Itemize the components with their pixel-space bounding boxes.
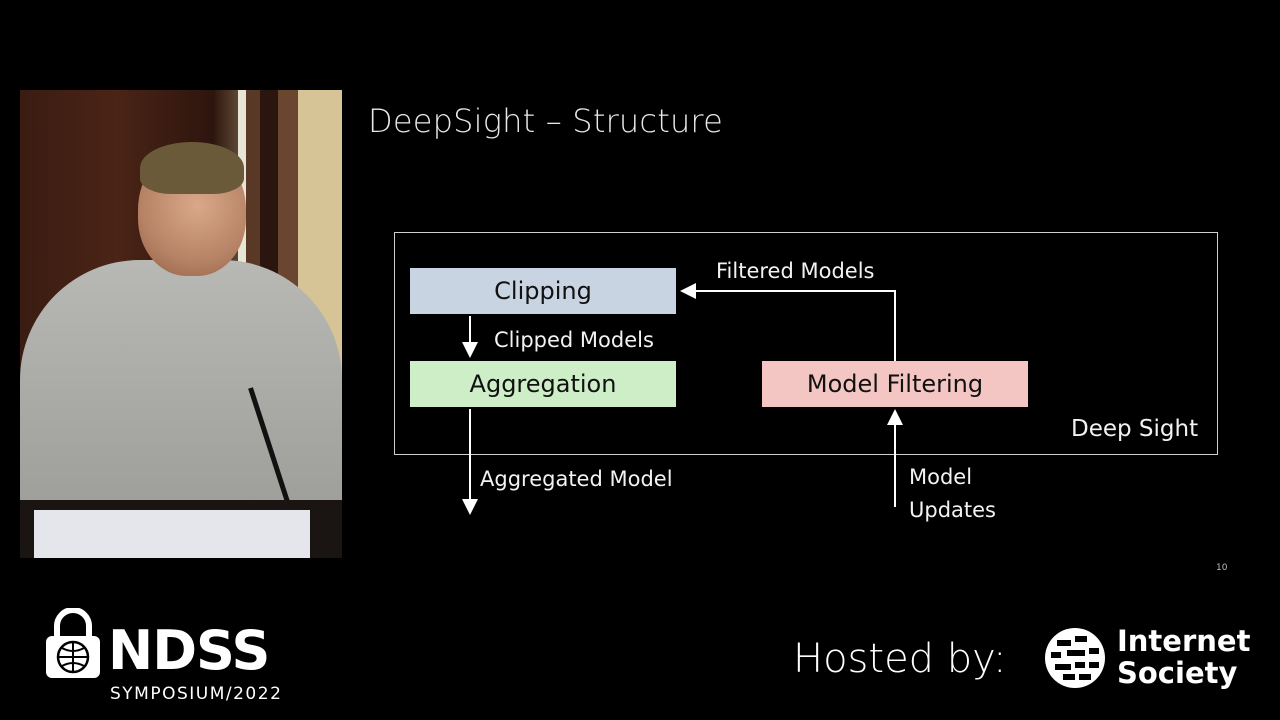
- internet-society-name: Internet Society: [1117, 625, 1250, 689]
- hosted-by-label: Hosted by:: [793, 636, 1007, 682]
- filtered-models-label: Filtered Models: [716, 259, 875, 283]
- speaker-shirt: [20, 260, 342, 510]
- internet-society-globe-icon: [1045, 628, 1105, 688]
- arrow-filter-to-clip: [680, 283, 896, 361]
- podium-front: [34, 510, 310, 558]
- model-updates-label-line2: Updates: [909, 498, 996, 522]
- aggregation-box: Aggregation: [410, 361, 676, 407]
- ndss-lock-icon: [46, 608, 100, 678]
- isoc-line2: Society: [1117, 656, 1238, 690]
- model-updates-label-line1: Model: [909, 465, 973, 489]
- ndss-title: NDSS: [108, 619, 270, 682]
- ndss-subtitle: SYMPOSIUM/2022: [110, 684, 283, 704]
- aggregated-model-label: Aggregated Model: [480, 467, 673, 491]
- isoc-line1: Internet: [1117, 624, 1251, 658]
- speaker-video: [20, 90, 342, 558]
- model-filtering-box: Model Filtering: [762, 361, 1028, 407]
- speaker-hair: [140, 142, 244, 194]
- clipping-box: Clipping: [410, 268, 676, 314]
- deep-sight-frame: [394, 232, 1218, 455]
- slide-page-number: 10: [1216, 563, 1228, 573]
- frame-label: Deep Sight: [1071, 416, 1199, 442]
- slide-title: DeepSight – Structure: [368, 102, 723, 140]
- clipped-models-label: Clipped Models: [494, 328, 654, 352]
